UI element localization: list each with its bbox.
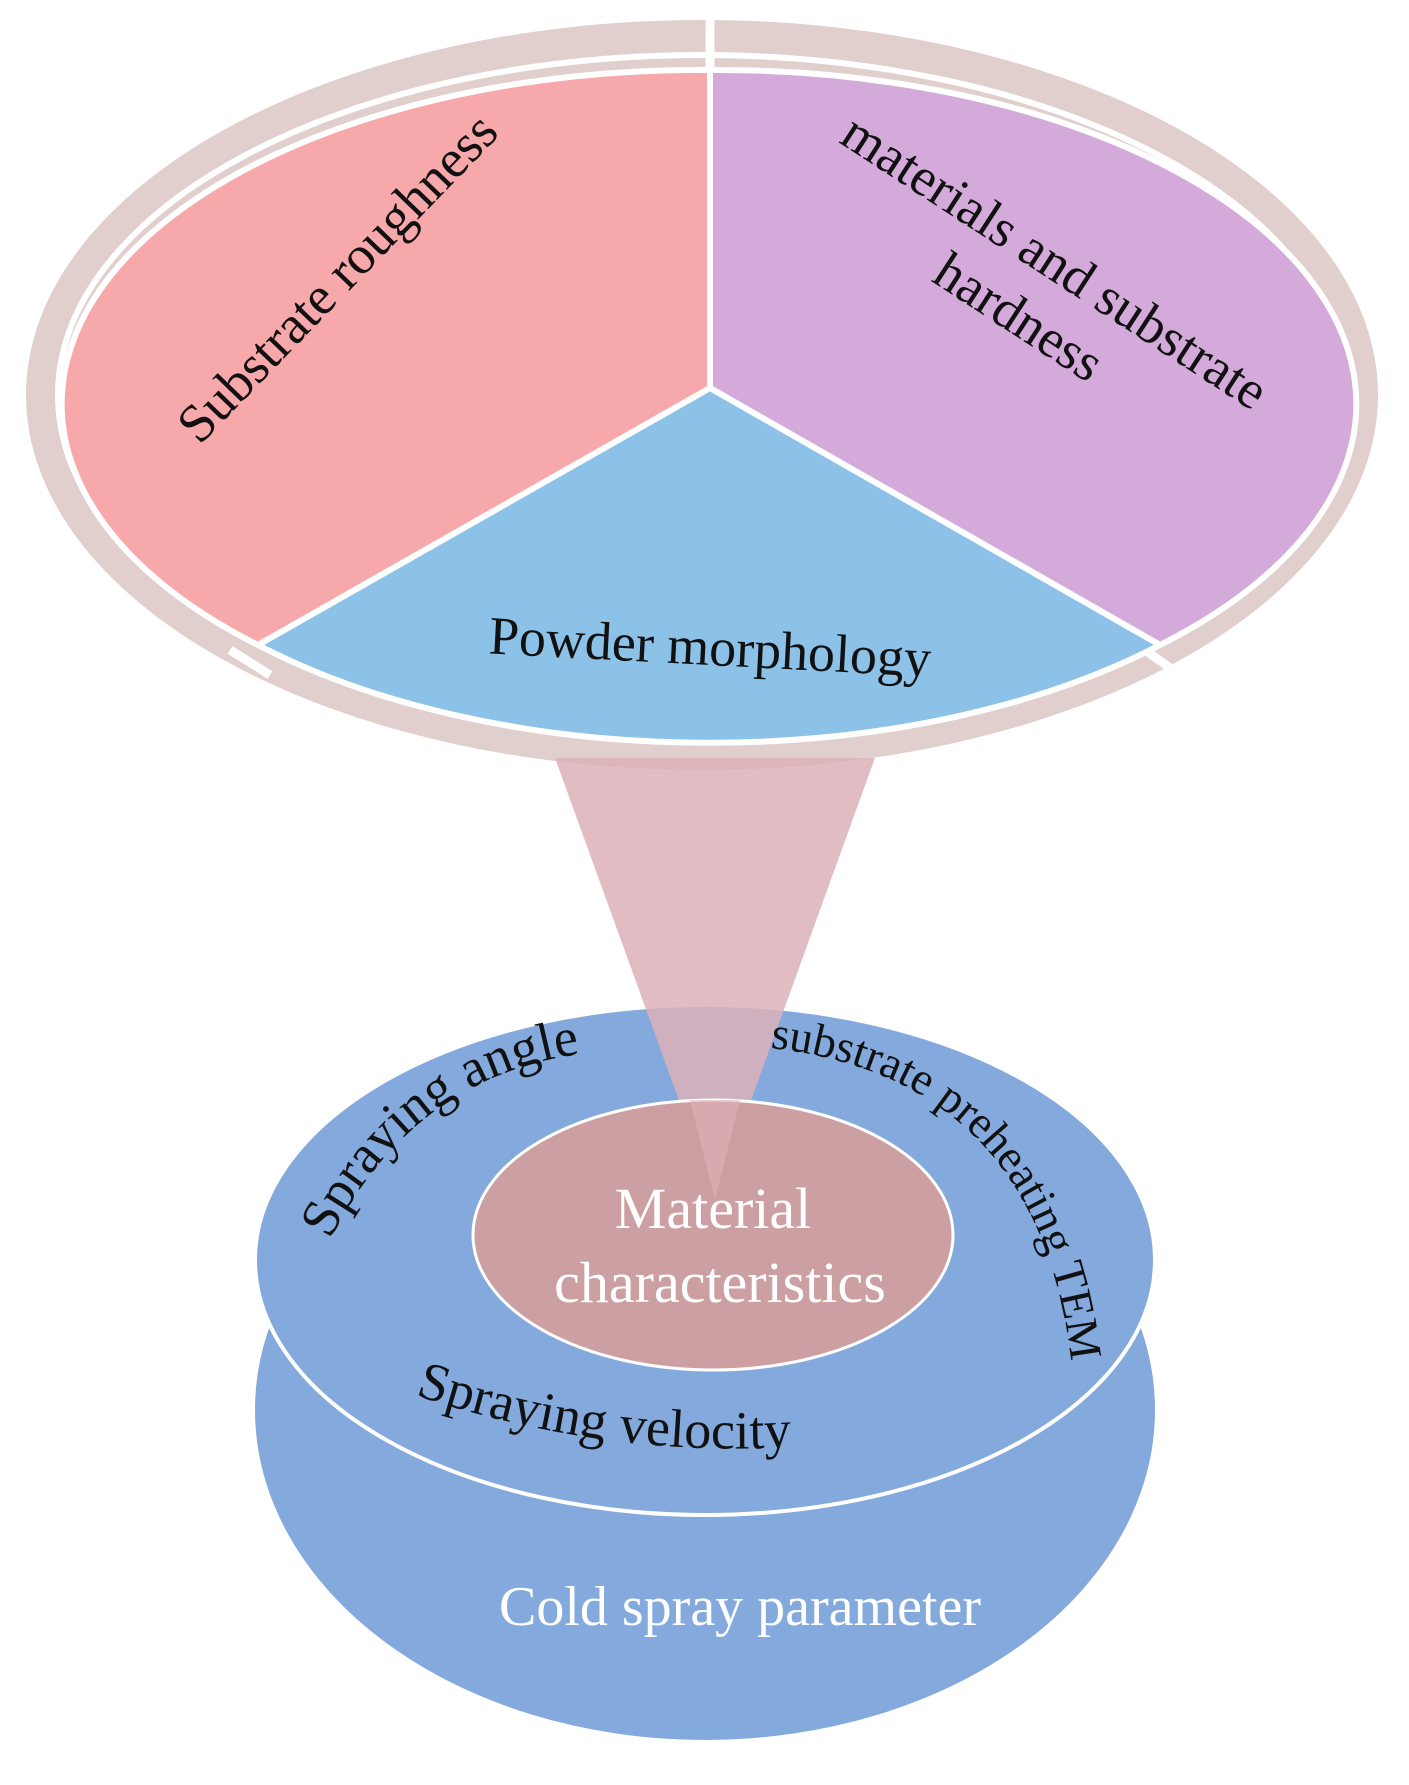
- label-characteristics: characteristics: [554, 1250, 886, 1315]
- segment-powder-morphology: [251, 384, 1167, 746]
- segment-materials-hardness: [707, 66, 1360, 649]
- top-pie-chart: Substrate roughness materials and substr…: [26, 20, 1378, 770]
- segment-substrate-roughness: [58, 66, 713, 649]
- label-material: Material: [615, 1176, 811, 1241]
- label-cold-spray-parameter: Cold spray parameter: [499, 1576, 981, 1638]
- funnel: [555, 758, 875, 1200]
